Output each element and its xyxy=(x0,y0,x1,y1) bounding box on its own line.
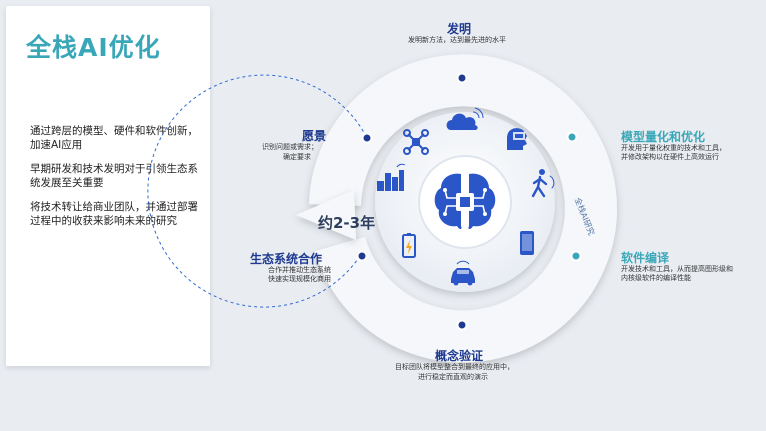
compilation-title: 软件编译 xyxy=(621,251,670,265)
quantization-desc-2: 并修改架构以在硬件上高效运行 xyxy=(621,153,719,161)
description-1: 通过跨层的模型、硬件和软件创新，加速AI应用 xyxy=(30,125,198,151)
dot-quantization xyxy=(566,131,578,143)
quantization-desc-1: 开发用于量化权重的技术和工具， xyxy=(621,144,726,152)
orbit-dots xyxy=(356,72,582,331)
invention-title: 发明 xyxy=(447,22,472,36)
description-2: 早期研发和技术发明对于引领生态系统发展至关重要 xyxy=(30,163,198,189)
dot-compilation xyxy=(570,250,582,262)
page-title: 全栈AI优化 xyxy=(26,33,161,62)
compilation-desc-1: 开发技术和工具，从而提高图形级和 xyxy=(621,265,733,273)
car-icon xyxy=(451,260,475,286)
dashed-orbit xyxy=(147,74,368,308)
description-3: 将技术转让给商业团队，并通过部署过程中的收获来影响未来的研究 xyxy=(30,201,198,227)
left-panel xyxy=(6,6,210,366)
walking-person-icon xyxy=(531,169,555,198)
dot-poc xyxy=(456,319,468,331)
head-icon xyxy=(507,128,527,150)
vision-title: 愿景 xyxy=(302,129,327,143)
city-icon xyxy=(377,163,406,191)
dot-invention xyxy=(456,72,468,84)
brain-icon xyxy=(434,173,496,229)
outer-ring xyxy=(309,54,617,363)
poc-desc-1: 目标团队将模型整合到最终的应用中， xyxy=(395,363,514,371)
ecosystem-desc-2: 快速实现规模化商用 xyxy=(268,275,331,283)
phone-icon xyxy=(520,231,534,255)
vision-desc-2: 确定要求 xyxy=(283,153,311,161)
vision-desc-1: 识别问题或需求； xyxy=(262,143,318,151)
invention-desc: 发明新方法，达到最先进的水平 xyxy=(408,36,506,44)
dot-vision xyxy=(361,132,373,144)
ecosystem-desc-1: 合作并推动生态系统 xyxy=(268,266,331,274)
drone-icon xyxy=(403,129,429,155)
poc-desc-2: 进行稳定而直观的演示 xyxy=(418,373,488,381)
quantization-title: 模型量化和优化 xyxy=(621,130,706,144)
poc-title: 概念验证 xyxy=(435,349,484,363)
years-label: 约2-3年 xyxy=(318,214,376,232)
compilation-desc-2: 内核级软件的编译性能 xyxy=(621,274,691,282)
cycle-arrowhead xyxy=(296,190,356,240)
dot-ecosystem xyxy=(356,250,368,262)
ecosystem-title: 生态系统合作 xyxy=(250,252,323,266)
cloud-icon xyxy=(446,107,484,130)
battery-icon xyxy=(402,233,416,258)
